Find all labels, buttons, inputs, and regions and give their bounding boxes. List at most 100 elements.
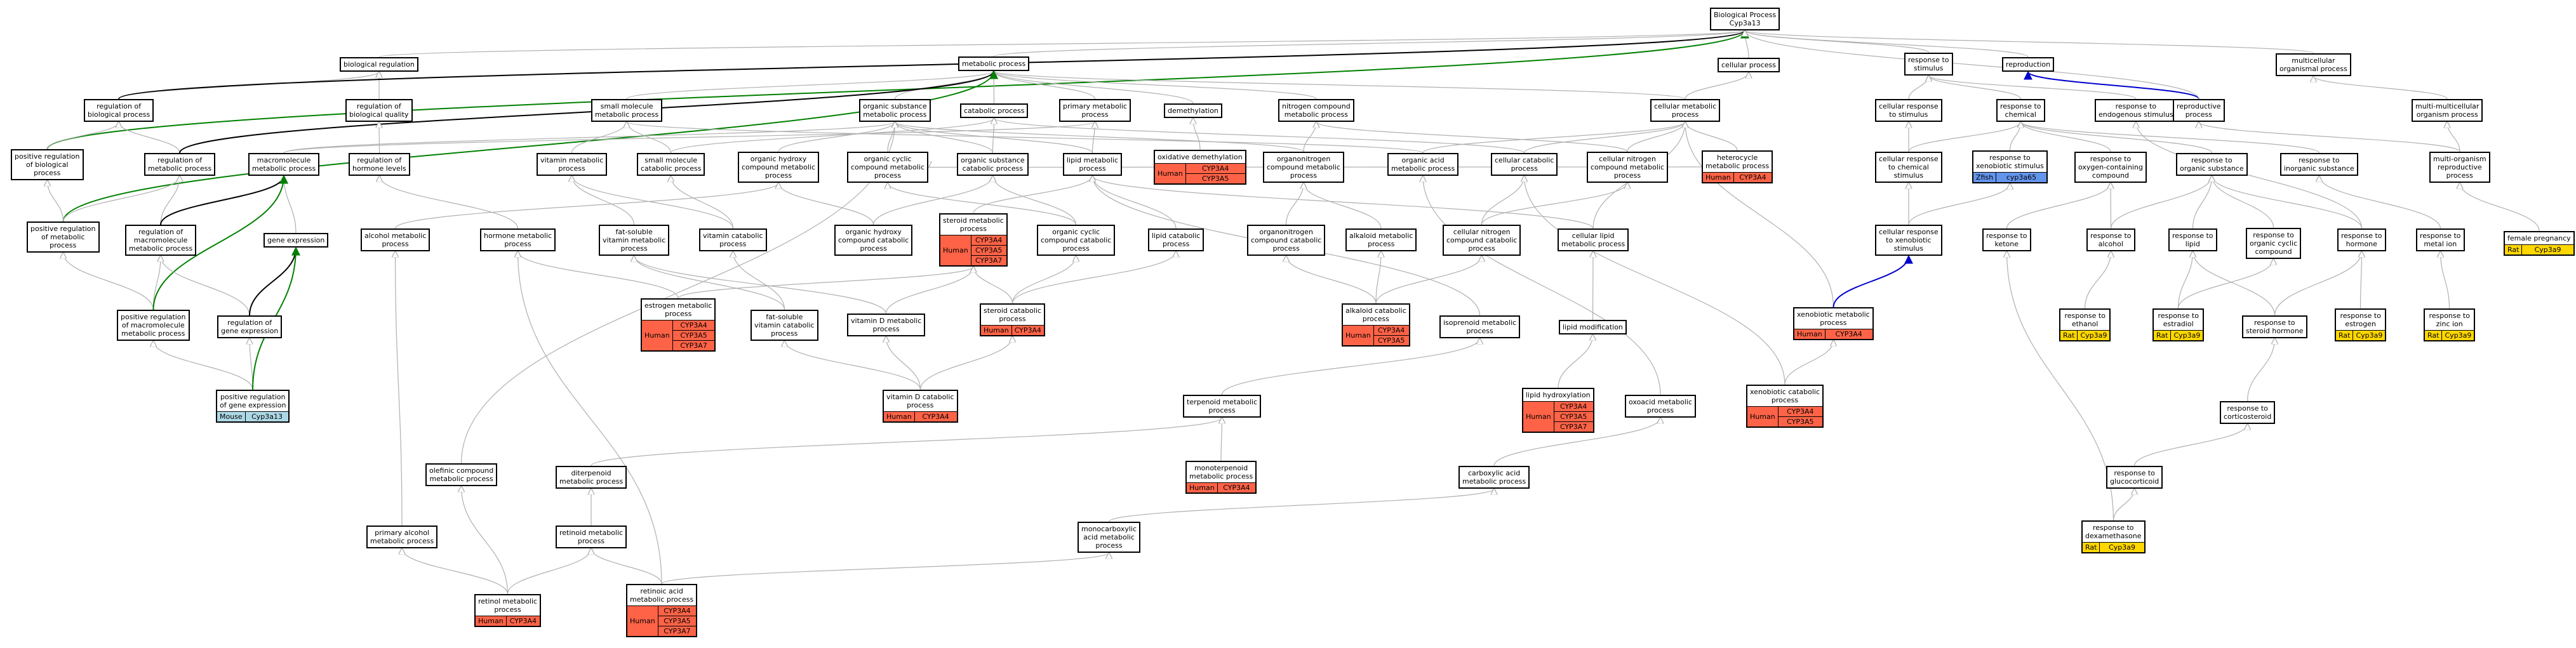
go-term-cellular-response-to-xenobiotic-stimulus[interactable]: cellular response to xenobiotic stimulus — [1875, 225, 1942, 256]
go-term-carboxylic-acid-metabolic-process[interactable]: carboxylic acid metabolic process — [1458, 466, 1530, 489]
gene-symbol[interactable]: cyp3a65 — [2006, 173, 2037, 182]
go-term-positive-regulation-of-biological-process[interactable]: positive regulation of biological proces… — [11, 149, 84, 180]
go-term-oxoacid-metabolic-process[interactable]: oxoacid metabolic process — [1625, 395, 1697, 418]
go-term-primary-metabolic-process[interactable]: primary metabolic process — [1059, 99, 1131, 122]
go-term-reproduction[interactable]: reproduction — [2002, 57, 2055, 72]
gene-symbol[interactable]: CYP3A7 — [672, 340, 715, 350]
go-term-regulation-of-macromolecule-metabolic-process[interactable]: regulation of macromolecule metabolic pr… — [125, 225, 197, 256]
go-term-reproductive-process[interactable]: reproductive process — [2173, 99, 2225, 122]
gene-symbol[interactable]: CYP3A4 — [922, 413, 949, 421]
go-term-lipid-catabolic-process[interactable]: lipid catabolic process — [1148, 228, 1205, 251]
gene-symbol[interactable]: CYP3A4 — [1835, 330, 1862, 338]
go-term-organonitrogen-compound-catabolic-process[interactable]: organonitrogen compound catabolic proces… — [1247, 225, 1326, 256]
go-term-positive-regulation-of-macromolecule-metabolic-process[interactable]: positive regulation of macromolecule met… — [117, 310, 190, 341]
go-term-organic-hydroxy-compound-metabolic-process[interactable]: organic hydroxy compound metabolic proce… — [738, 152, 820, 183]
gene-symbol[interactable]: CYP3A7 — [658, 626, 697, 636]
go-term-primary-alcohol-metabolic-process[interactable]: primary alcohol metabolic process — [366, 526, 438, 548]
go-term-response-to-steroid-hormone[interactable]: response to steroid hormone — [2242, 315, 2307, 338]
go-term-bp[interactable]: Biological Process Cyp3a13 — [1710, 8, 1780, 30]
go-term-response-to-lipid[interactable]: response to lipid — [2168, 228, 2217, 251]
go-term-cellular-lipid-metabolic-process[interactable]: cellular lipid metabolic process — [1558, 228, 1629, 251]
go-term-demethylation[interactable]: demethylation — [1164, 103, 1222, 118]
go-term-terpenoid-metabolic-process[interactable]: terpenoid metabolic process — [1183, 395, 1261, 418]
go-term-fat-soluble-vitamin-metabolic-process[interactable]: fat-soluble vitamin metabolic process — [599, 225, 670, 256]
go-term-organic-cyclic-compound-metabolic-process[interactable]: organic cyclic compound metabolic proces… — [847, 152, 929, 183]
go-term-response-to-glucocorticoid[interactable]: response to glucocorticoid — [2106, 466, 2163, 489]
go-term-alkaloid-metabolic-process[interactable]: alkaloid metabolic process — [1345, 228, 1417, 251]
go-term-small-molecule-catabolic-process[interactable]: small molecule catabolic process — [637, 153, 705, 176]
go-term-positive-regulation-of-metabolic-process[interactable]: positive regulation of metabolic process — [27, 222, 100, 253]
go-term-metabolic-process[interactable]: metabolic process — [958, 56, 1030, 71]
go-term-vitamin-metabolic-process[interactable]: vitamin metabolic process — [537, 153, 608, 176]
go-term-cellular-process[interactable]: cellular process — [1718, 58, 1780, 72]
go-term-organic-acid-metabolic-process[interactable]: organic acid metabolic process — [1387, 153, 1459, 176]
go-term-retinoid-metabolic-process[interactable]: retinoid metabolic process — [556, 526, 627, 548]
go-term-olefinic-compound-metabolic-process[interactable]: olefinic compound metabolic process — [425, 463, 498, 486]
go-term-response-to-inorganic-substance[interactable]: response to inorganic substance — [2280, 153, 2358, 176]
gene-symbol[interactable]: CYP3A5 — [971, 245, 1006, 255]
gene-symbol[interactable]: CYP3A4 — [1739, 173, 1766, 182]
gene-symbol[interactable]: CYP3A7 — [1554, 421, 1593, 432]
go-term-organonitrogen-compound-metabolic-process[interactable]: organonitrogen compound metabolic proces… — [1263, 152, 1345, 183]
gene-symbol[interactable]: CYP3A5 — [1185, 173, 1245, 183]
go-term-alcohol-metabolic-process[interactable]: alcohol metabolic process — [361, 228, 430, 251]
go-term-regulation-of-gene-expression[interactable]: regulation of gene expression — [217, 315, 283, 338]
go-term-nitrogen-compound-metabolic-process[interactable]: nitrogen compound metabolic process — [1278, 99, 1354, 122]
gene-symbol[interactable]: CYP3A4 — [975, 236, 1003, 244]
go-term-catabolic-process[interactable]: catabolic process — [960, 103, 1029, 118]
go-term-multicellular-organismal-process[interactable]: multicellular organismal process — [2276, 53, 2351, 76]
go-term-vitamin-d-metabolic-process[interactable]: vitamin D metabolic process — [847, 314, 926, 336]
go-term-cellular-nitrogen-compound-metabolic-process[interactable]: cellular nitrogen compound metabolic pro… — [1587, 152, 1669, 183]
go-term-organic-substance-metabolic-process[interactable]: organic substance metabolic process — [859, 99, 931, 122]
go-term-cellular-response-to-stimulus[interactable]: cellular response to stimulus — [1875, 99, 1942, 122]
go-term-lipid-metabolic-process[interactable]: lipid metabolic process — [1063, 153, 1123, 176]
go-term-organic-cyclic-compound-catabolic-process[interactable]: organic cyclic compound catabolic proces… — [1037, 225, 1116, 256]
go-term-response-to-ketone[interactable]: response to ketone — [1982, 228, 2031, 251]
go-term-cellular-metabolic-process[interactable]: cellular metabolic process — [1650, 99, 1721, 122]
gene-symbol[interactable]: CYP3A5 — [1554, 411, 1593, 421]
gene-symbol[interactable]: CYP3A4 — [1223, 484, 1250, 492]
gene-symbol[interactable]: Cyp3a13 — [251, 413, 283, 421]
go-term-response-to-oxygen-containing-compound[interactable]: response to oxygen-containing compound — [2074, 152, 2147, 183]
gene-symbol[interactable]: Cyp3a9 — [2080, 331, 2107, 340]
go-term-cellular-response-to-chemical-stimulus[interactable]: cellular response to chemical stimulus — [1875, 152, 1942, 183]
go-term-response-to-metal-ion[interactable]: response to metal ion — [2416, 228, 2465, 251]
go-term-response-to-organic-substance[interactable]: response to organic substance — [2176, 153, 2248, 176]
gene-symbol[interactable]: CYP3A4 — [1378, 326, 1405, 334]
go-term-response-to-chemical[interactable]: response to chemical — [1996, 99, 2045, 122]
go-term-response-to-organic-cyclic-compound[interactable]: response to organic cyclic compound — [2246, 228, 2302, 259]
gene-symbol[interactable]: CYP3A4 — [664, 607, 691, 615]
go-term-cellular-catabolic-process[interactable]: cellular catabolic process — [1491, 153, 1558, 176]
go-term-organic-substance-catabolic-process[interactable]: organic substance catabolic process — [957, 153, 1029, 176]
go-term-organic-hydroxy-compound-catabolic-process[interactable]: organic hydroxy compound catabolic proce… — [834, 225, 913, 256]
gene-symbol[interactable]: CYP3A5 — [672, 330, 715, 340]
go-term-isoprenoid-metabolic-process[interactable]: isoprenoid metabolic process — [1439, 315, 1521, 338]
gene-symbol[interactable]: CYP3A4 — [680, 321, 707, 329]
gene-symbol[interactable]: Cyp3a9 — [2356, 331, 2383, 340]
gene-symbol[interactable]: CYP3A5 — [1778, 416, 1823, 426]
gene-symbol[interactable]: CYP3A4 — [1014, 326, 1042, 334]
go-term-diterpenoid-metabolic-process[interactable]: diterpenoid metabolic process — [556, 466, 627, 489]
gene-symbol[interactable]: Cyp3a9 — [2173, 331, 2201, 340]
go-term-small-molecule-metabolic-process[interactable]: small molecule metabolic process — [591, 99, 663, 122]
go-term-multi-multicellular-organism-process[interactable]: multi-multicellular organism process — [2412, 99, 2483, 122]
gene-symbol[interactable]: CYP3A5 — [1373, 335, 1409, 345]
